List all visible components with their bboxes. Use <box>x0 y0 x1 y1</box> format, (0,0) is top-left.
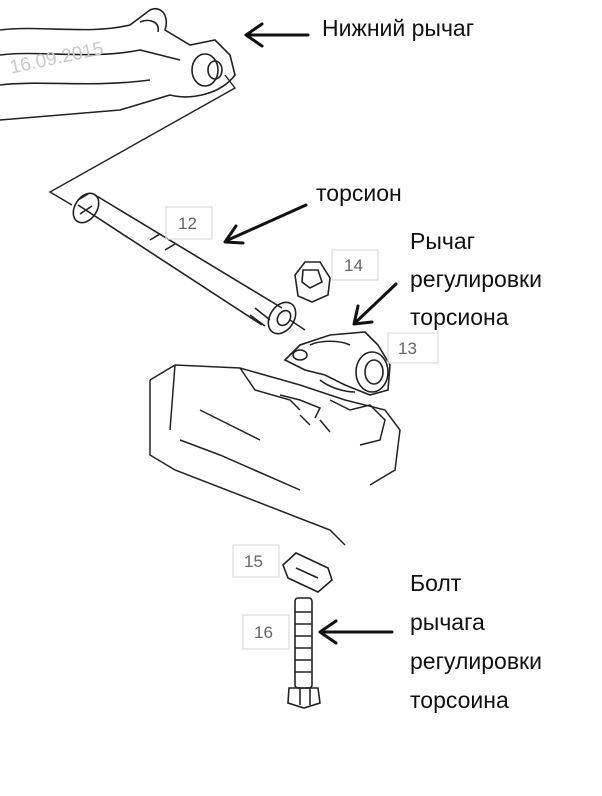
nut-drawing <box>282 552 333 593</box>
callout-12: 12 <box>178 214 197 233</box>
label-adjust-bolt-line-2: рычага <box>410 609 485 635</box>
adjust-lever-drawing <box>283 331 391 396</box>
assembly-guide-line <box>48 74 237 206</box>
label-lower-arm: Нижний рычаг <box>322 15 475 41</box>
label-adjust-bolt-line-3: регулировки <box>410 648 542 674</box>
callout-boxes <box>165 206 439 650</box>
callout-15: 15 <box>244 552 263 571</box>
arrow-adjust-bolt <box>318 619 394 645</box>
callout-14: 14 <box>344 256 363 275</box>
arrow-torsion-bar <box>223 203 308 245</box>
torsion-bar-drawing <box>72 192 297 335</box>
label-adjust-lever-line-1: Рычаг <box>410 228 476 254</box>
bushing-drawing <box>294 261 331 303</box>
bolt-drawing <box>287 597 321 709</box>
arrow-lower-arm <box>244 22 310 48</box>
callout-13: 13 <box>398 339 417 358</box>
crossmember-drawing <box>149 364 401 546</box>
arrow-adjust-lever <box>352 282 398 326</box>
label-adjust-bolt-line-1: Болт <box>410 570 462 596</box>
label-adjust-bolt-line-4: торсоина <box>410 687 509 713</box>
label-adjust-lever-line-2: регулировки <box>410 266 542 292</box>
assembly-guide-line-2 <box>289 319 306 331</box>
label-adjust-lever-line-3: торсиона <box>410 304 509 330</box>
pointer-arrows <box>223 22 398 645</box>
lower-arm-drawing <box>0 8 236 121</box>
label-torsion-bar: торсион <box>316 180 402 206</box>
callout-16: 16 <box>254 623 273 642</box>
